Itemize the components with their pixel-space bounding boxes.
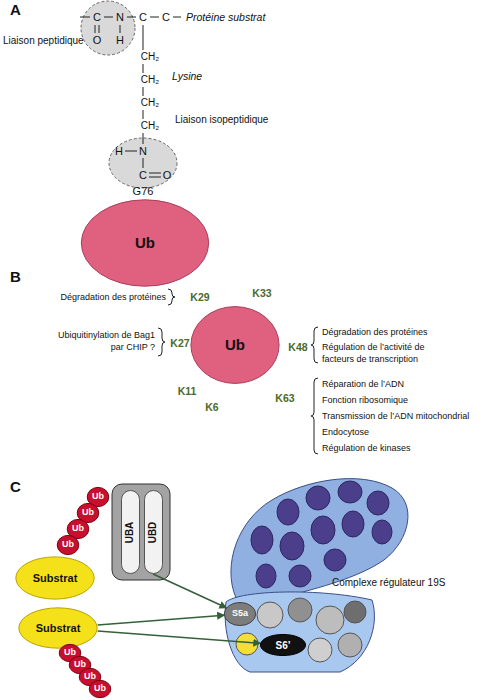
isopeptide-bond-highlight xyxy=(109,138,177,188)
s6-subunit: S6’ xyxy=(260,634,306,656)
node-label: Substrat xyxy=(36,622,81,634)
uba-domain: UBA xyxy=(121,490,140,574)
arrow xyxy=(153,574,226,608)
substrate-ellipse: Substrat xyxy=(18,607,98,649)
panel-letter: A xyxy=(10,1,21,18)
annotation: Transmission de l’ADN mitochondrial xyxy=(322,410,469,422)
node-shape xyxy=(57,535,79,554)
annotation: Protéine substrat xyxy=(186,11,265,23)
node-label: S5a xyxy=(232,609,248,619)
lid-subunits xyxy=(251,481,392,588)
atom-symbol: O xyxy=(163,169,172,182)
atom-symbol: G76 xyxy=(133,185,154,198)
atom-symbol: CH₂ xyxy=(141,97,159,109)
node-shape xyxy=(81,200,208,286)
node-label: Ub xyxy=(62,540,74,550)
annotation: Liaison peptidique xyxy=(3,35,84,47)
brace xyxy=(158,289,318,454)
annotation: Dégradation des protéines xyxy=(322,326,428,338)
s5a-subunit: S5a xyxy=(224,602,256,626)
annotation: Ubiquitinylation de Bag1 par CHIP ? xyxy=(55,329,155,353)
node-label: Ub xyxy=(72,524,84,534)
atom-symbol: N xyxy=(139,145,147,158)
node-label: UBD xyxy=(148,521,159,543)
node-shape xyxy=(121,491,139,574)
node-label: Ub xyxy=(74,660,86,670)
annotation: Liaison isopeptidique xyxy=(175,114,268,126)
annotation: Complexe régulateur 19S xyxy=(332,577,445,589)
atom-symbol: CH₂ xyxy=(141,120,159,132)
panel-letter: B xyxy=(10,268,21,285)
atom-symbol: N xyxy=(116,11,124,24)
atom-symbol: C xyxy=(139,169,147,182)
node-label: UBA xyxy=(125,521,136,543)
node-label: Ub xyxy=(82,508,94,518)
node-label: Ub xyxy=(94,684,106,694)
lysine-residue: K63 xyxy=(275,392,294,404)
panel-letter: C xyxy=(10,478,21,495)
node-label: Ub xyxy=(92,492,104,502)
ubd-domain: UBD xyxy=(144,490,163,574)
arrow xyxy=(98,615,225,625)
lysine-residue: K6 xyxy=(205,401,218,413)
annotation: Régulation de l’activité de facteurs de … xyxy=(322,341,440,365)
lysine-residue: K27 xyxy=(170,337,189,349)
atom-symbol: CH₂ xyxy=(141,74,159,86)
node-label: Ub xyxy=(64,648,76,658)
base xyxy=(225,592,374,672)
ubiquitin-circle: Ub xyxy=(57,535,79,555)
annotation: Régulation de kinases xyxy=(322,442,411,454)
ubiquitin-circle: Ub xyxy=(89,680,111,698)
node-shape xyxy=(89,680,111,697)
node-shape xyxy=(224,602,255,625)
node-shape xyxy=(144,491,162,574)
node-shape xyxy=(19,608,97,648)
atom-symbol: O xyxy=(93,34,102,47)
substrate-ellipse: Substrat xyxy=(15,556,95,600)
lysine-residue: K29 xyxy=(190,291,209,303)
annotation: Dégradation des protéines xyxy=(41,291,166,303)
lysine-residue: K48 xyxy=(288,341,307,353)
node-shape xyxy=(260,634,305,655)
lysine-residue: K11 xyxy=(178,385,197,397)
atom-symbol: C xyxy=(162,11,170,24)
node-label: Ub xyxy=(84,672,96,682)
ubiquitin-ellipse: Ub xyxy=(190,305,280,385)
atom-symbol: C xyxy=(93,11,101,24)
annotation: Fonction ribosomique xyxy=(322,394,408,406)
atom-symbol: H xyxy=(115,145,123,158)
arrow xyxy=(98,631,261,643)
annotation: Réparation de l’ADN xyxy=(322,378,404,390)
annotation: Endocytose xyxy=(322,426,369,438)
atom-symbol: C xyxy=(139,11,147,24)
annotation: Lysine xyxy=(172,70,202,82)
node-label: S6’ xyxy=(275,640,290,651)
node-label: Ub xyxy=(135,235,155,252)
chemical-bonds xyxy=(80,17,181,177)
node-label: Substrat xyxy=(33,572,78,584)
lysine-residue: K33 xyxy=(252,287,271,299)
node-shape xyxy=(191,307,279,384)
peptide-bond-highlight xyxy=(81,1,135,55)
atom-symbol: CH₂ xyxy=(141,51,159,63)
node-label: Ub xyxy=(225,337,245,354)
atom-symbol: H xyxy=(116,34,124,47)
ubiquitin-ellipse: Ub xyxy=(80,198,210,288)
node-shape xyxy=(16,557,94,599)
base-subunits xyxy=(236,598,366,662)
shuttle-protein xyxy=(112,484,170,580)
